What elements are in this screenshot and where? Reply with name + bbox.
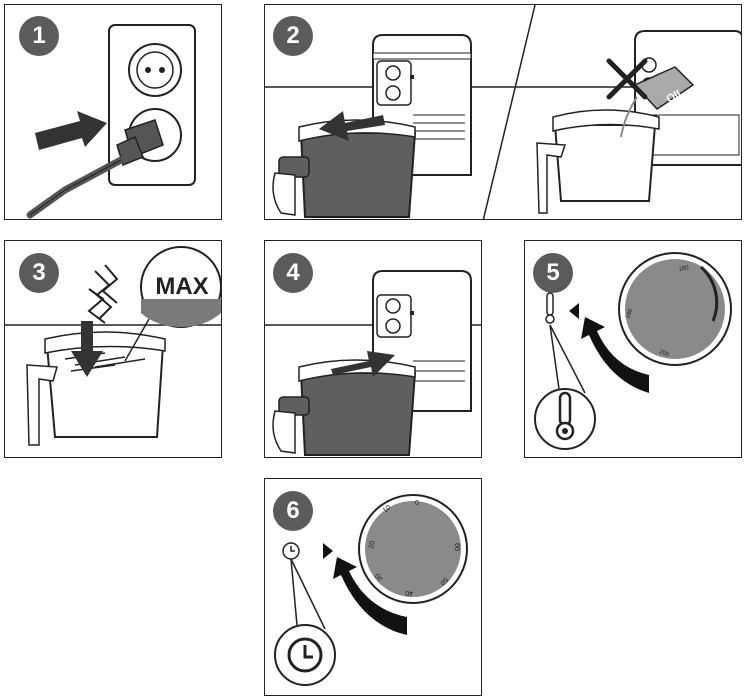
insert-basket-illustration [265,270,481,456]
dial-mark-180: 180 [678,265,690,273]
arrow-icon [331,351,395,377]
no-oil-icon [606,58,648,100]
dial-mark-10: 10 [382,504,393,514]
step-4-panel: 4 [264,240,482,458]
basket-icon [26,331,166,446]
dial-mark-20: 20 [368,540,376,549]
max-callout [140,246,221,328]
set-timer-illustration: 0 10 20 30 40 50 60 [274,494,468,686]
step-3-panel: 3 MAX [4,240,222,458]
clock-icon [282,542,300,560]
dial-mark-200: 200 [658,349,670,358]
step-1-number: 1 [19,16,59,56]
basket-right [536,109,660,214]
clock-zoom-icon [274,624,336,686]
dial-mark-160: 160 [625,308,634,320]
plug-into-socket-illustration [26,24,196,219]
arrow-icon [71,321,103,377]
step-2-number: 2 [273,16,313,56]
thermometer-zoom-icon [534,388,596,450]
dial-mark-40: 40 [405,589,413,596]
plug-icon [26,119,164,219]
temperature-dial-icon: 180 160 200 [618,252,732,366]
step-6-number: 6 [273,491,313,531]
arrow-icon [319,111,385,141]
fries-icon [87,264,119,324]
step-6-panel: 6 0 10 20 30 40 50 60 [264,478,482,696]
step-4-number: 4 [273,253,313,293]
basket-icon [272,359,417,456]
max-label: MAX [155,273,209,300]
step-5-number: 5 [533,253,573,293]
step-3-number: 3 [19,253,59,293]
dial-mark-30: 30 [374,572,384,583]
arrow-icon [35,111,107,150]
step-2-panel: 2 [264,4,742,220]
fill-basket-illustration [5,246,221,446]
dial-mark-50: 50 [438,576,448,587]
arrow-icon [581,317,649,393]
remove-basket-illustration: OIL [265,5,741,219]
dial-mark-0: 0 [415,500,419,507]
step-5-panel: 5 180 160 200 [524,240,742,458]
dial-mark-60: 60 [453,543,460,551]
thermometer-icon [545,292,555,324]
step-1-panel: 1 [4,4,222,220]
set-temperature-illustration: 180 160 200 [534,252,732,450]
arrow-icon [333,557,407,635]
timer-dial-icon: 0 10 20 30 40 50 60 [358,494,468,604]
